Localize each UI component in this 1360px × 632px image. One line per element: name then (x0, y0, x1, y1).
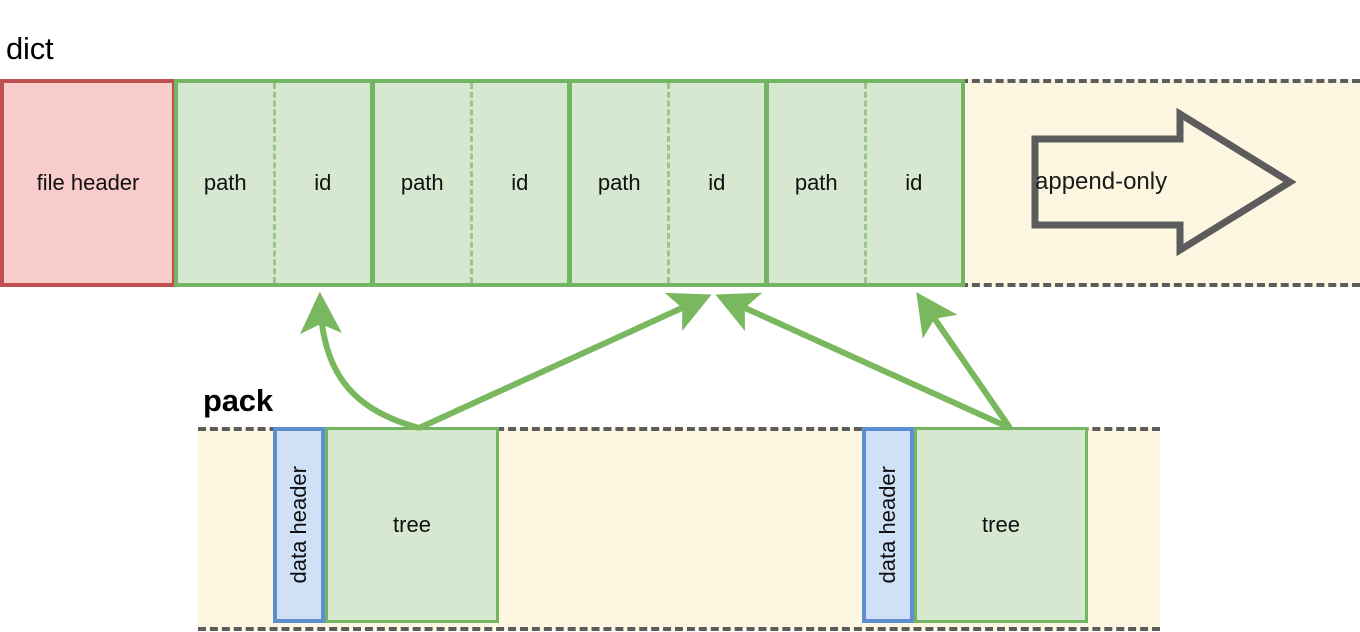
pack-block-1-tree[interactable]: tree (914, 427, 1088, 623)
link-pack1-to-dict2 (715, 292, 1012, 431)
dict-entry-1-id: id (473, 83, 568, 283)
pack-row: data header tree data header tree (198, 427, 1160, 631)
pack-block-1-data-header-label: data header (875, 466, 900, 584)
dict-entry-0-divider (272, 83, 276, 283)
dict-entry-3-path: path (769, 83, 864, 283)
link-pack0-to-dict0 (299, 291, 420, 431)
dict-entry-0[interactable]: path id (174, 79, 374, 287)
file-header-label: file header (36, 170, 140, 195)
dict-entry-1-path-label: path (400, 170, 444, 195)
dict-row: file header path id path id path (0, 79, 1360, 287)
pack-block-0-tree[interactable]: tree (325, 427, 499, 623)
dict-section-label: dict (6, 31, 54, 66)
dict-entry-2[interactable]: path id (568, 79, 768, 287)
dict-entry-1-id-label: id (511, 170, 529, 195)
dict-entry-3-id-label: id (905, 170, 923, 195)
pack-block-0-tree-label: tree (393, 512, 431, 537)
dict-entry-0-path-label: path (203, 170, 247, 195)
dict-entry-3-path-label: path (794, 170, 838, 195)
dict-entry-3[interactable]: path id (765, 79, 965, 287)
pack-block-1-data-header[interactable]: data header (862, 427, 914, 623)
dict-entry-0-id: id (276, 83, 371, 283)
dict-entry-1[interactable]: path id (371, 79, 571, 287)
dict-entry-2-path-label: path (597, 170, 641, 195)
pack-block-1-tree-label: tree (982, 512, 1020, 537)
link-pack0-to-dict2 (417, 292, 712, 431)
dict-entry-3-divider (863, 83, 867, 283)
pack-block-0-data-header-label: data header (286, 466, 311, 584)
link-pack1-to-dict3 (916, 292, 1013, 430)
dict-entry-1-divider (469, 83, 473, 283)
pack-block-0-data-header[interactable]: data header (273, 427, 325, 623)
dict-entry-2-path: path (572, 83, 667, 283)
dict-entry-2-id: id (670, 83, 765, 283)
dict-entry-3-id: id (867, 83, 962, 283)
dict-entry-1-path: path (375, 83, 470, 283)
dict-entry-0-id-label: id (314, 170, 332, 195)
pack-section-label: pack (203, 383, 273, 418)
dict-entry-0-path: path (178, 83, 273, 283)
append-only-label: append-only (1035, 168, 1168, 195)
dict-entry-2-divider (666, 83, 670, 283)
dict-file-header-cell[interactable]: file header (0, 79, 176, 287)
dict-entry-2-id-label: id (708, 170, 726, 195)
